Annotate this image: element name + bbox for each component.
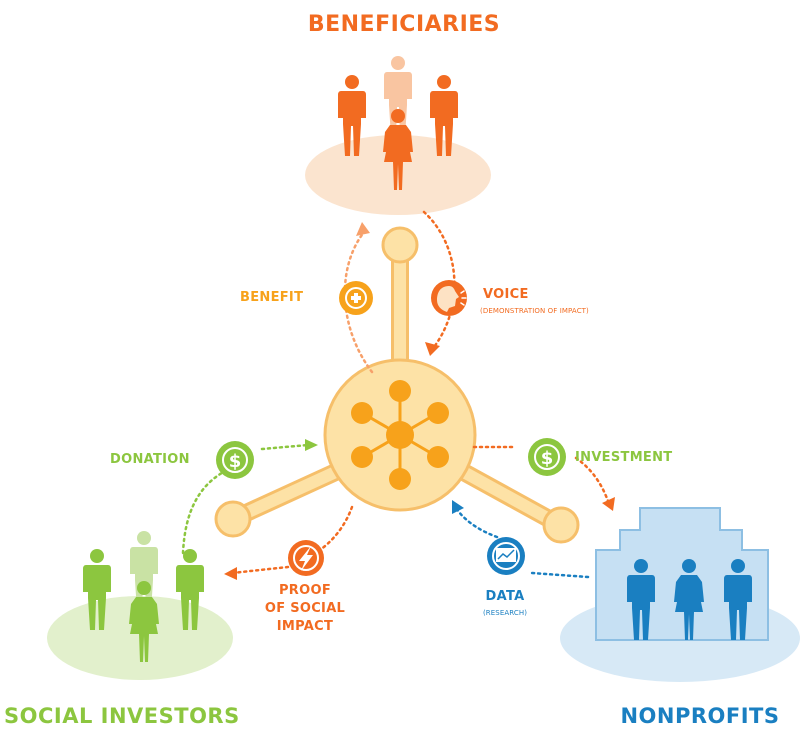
proof-arrow-2 bbox=[230, 565, 290, 575]
investment-label: INVESTMENT bbox=[575, 450, 673, 465]
chart-screen-icon bbox=[487, 537, 525, 575]
social-investors-title: SOCIAL INVESTORS bbox=[4, 704, 240, 728]
benefit-label: BENEFIT bbox=[240, 290, 304, 305]
donation-label: DONATION bbox=[110, 452, 190, 467]
nonprofits-title: NONPROFITS bbox=[620, 704, 780, 728]
arrowheads bbox=[224, 222, 615, 580]
proof-arrow bbox=[300, 505, 354, 562]
voice-label: VOICE bbox=[483, 287, 529, 302]
donation-arrow-2 bbox=[260, 443, 310, 451]
speaking-head-icon bbox=[431, 280, 467, 316]
investment-arrow-2 bbox=[574, 456, 610, 503]
proof-label-line1: PROOF bbox=[278, 583, 332, 598]
beneficiaries-ground bbox=[305, 135, 491, 215]
hub-arms bbox=[224, 239, 569, 534]
plus-icon bbox=[339, 281, 373, 315]
dollar-icon: $ bbox=[528, 438, 566, 476]
svg-text:$: $ bbox=[541, 448, 554, 469]
voice-sublabel: (DEMONSTRATION OF IMPACT) bbox=[480, 307, 589, 315]
arm-end-right bbox=[542, 506, 580, 544]
data-sublabel: (RESEARCH) bbox=[482, 609, 528, 617]
person-icon bbox=[384, 56, 412, 137]
data-label: DATA bbox=[485, 589, 525, 604]
arm-end-top bbox=[381, 226, 419, 264]
arm-end-left bbox=[214, 500, 252, 538]
lightning-icon bbox=[288, 540, 324, 576]
svg-text:$: $ bbox=[229, 451, 242, 472]
beneficiaries-title: BENEFICIARIES bbox=[307, 12, 501, 37]
dollar-icon: $ bbox=[216, 441, 254, 479]
data-arrow-2 bbox=[454, 506, 499, 539]
proof-label-line3: IMPACT bbox=[276, 619, 334, 634]
network-hub-icon bbox=[323, 358, 477, 512]
data-arrow bbox=[530, 571, 590, 579]
voice-arrow bbox=[422, 210, 456, 349]
proof-label-line2: OF SOCIAL bbox=[264, 601, 346, 616]
